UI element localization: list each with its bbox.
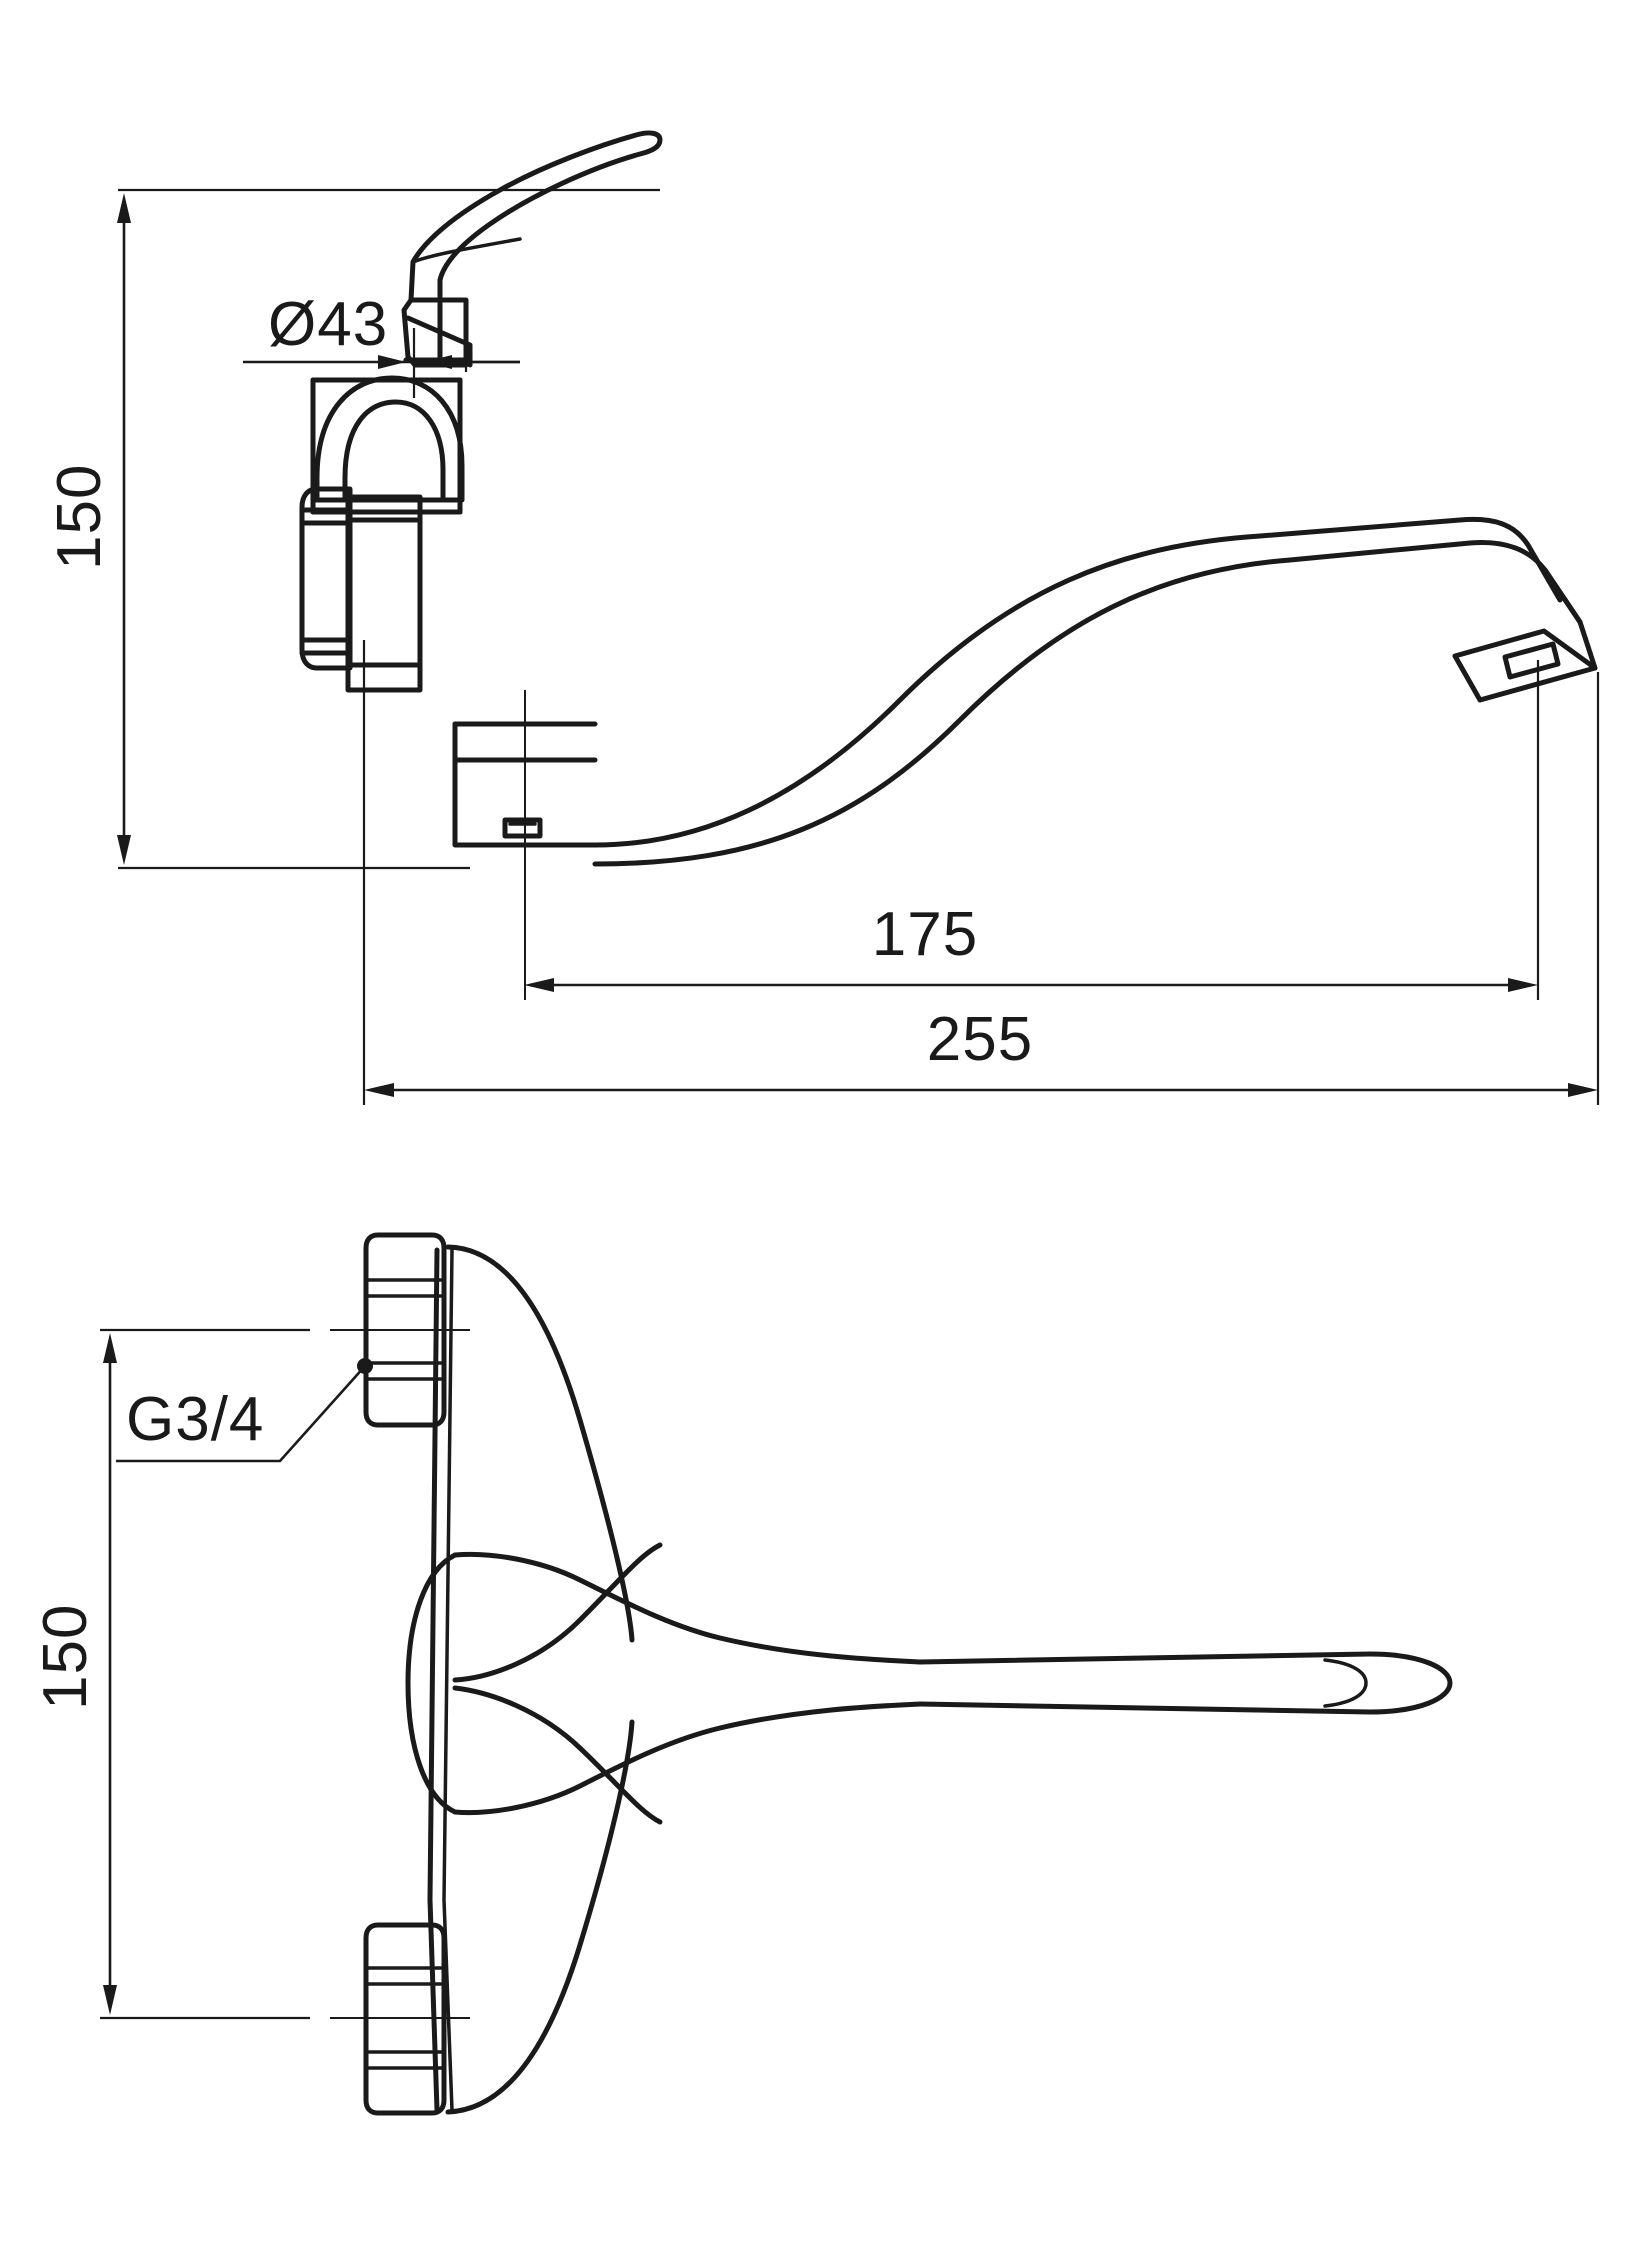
- dimension-diameter-43: Ø43: [243, 290, 520, 398]
- plan-view: G3/4 150: [31, 1232, 1453, 2116]
- dim-label-centres-150: 150: [31, 1604, 100, 1710]
- dim-label-reach-175: 175: [872, 900, 978, 969]
- dimension-thread-g34: G3/4: [116, 1358, 373, 1463]
- inlet-nut-elevation: [299, 486, 353, 671]
- lever-handle-elevation: [408, 130, 663, 303]
- dimension-reach-175: 175: [524, 660, 1540, 1000]
- dim-label-dia-43: Ø43: [268, 290, 388, 359]
- dimension-centres-150: 150: [31, 1328, 310, 2020]
- spout-elevation: [592, 516, 1598, 867]
- front-elevation-view: Ø43 150 175: [45, 130, 1600, 1105]
- dim-label-length-255: 255: [927, 1005, 1033, 1074]
- inlet-nut-upper-plan: [363, 1232, 447, 1428]
- lever-spout-plan: [405, 1551, 1453, 1816]
- eccentric-connector-elevation: [345, 494, 423, 693]
- dim-label-thread-g34: G3/4: [126, 1385, 264, 1454]
- dimension-length-255: 255: [362, 640, 1600, 1105]
- dimension-height-150: 150: [45, 188, 660, 870]
- dim-label-height-150: 150: [45, 464, 114, 570]
